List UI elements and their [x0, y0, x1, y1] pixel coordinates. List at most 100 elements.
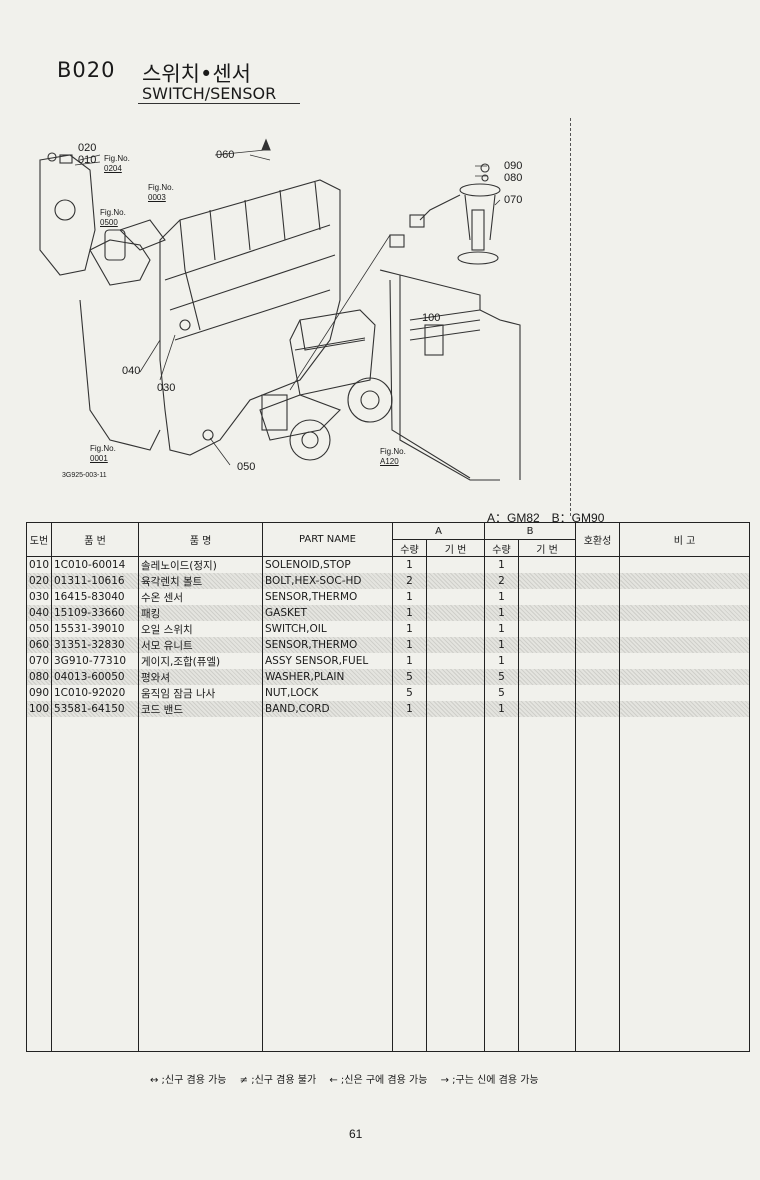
figure-code: 3G925-003-11 [62, 472, 107, 479]
cell-interchange [575, 701, 620, 717]
cell-interchange [575, 573, 620, 589]
cell-name-en: BAND,CORD [262, 701, 393, 717]
table-bottom-border [26, 1051, 750, 1052]
col-qty-b: 수량 [484, 539, 519, 557]
cell-qty-a: 5 [392, 669, 427, 685]
cell-serial-a [426, 637, 485, 653]
col-qty-a: 수량 [392, 539, 427, 557]
cell-part-no: 15531-39010 [51, 621, 139, 637]
cell-qty-b: 5 [484, 685, 519, 701]
empty-cell [392, 717, 427, 1051]
cell-name-ko: 코드 밴드 [138, 701, 263, 717]
fig-ref-number: 0204 [104, 164, 122, 173]
model-legend: A：GM82 B：GM90 [487, 511, 605, 525]
cell-ref: 010 [26, 556, 52, 573]
cell-part-no: 04013-60050 [51, 669, 139, 685]
cell-remarks [619, 685, 750, 701]
empty-cell [262, 1051, 393, 1052]
cell-name-ko: 평와셔 [138, 669, 263, 685]
cell-ref: 050 [26, 621, 52, 637]
cell-part-no: 16415-83040 [51, 589, 139, 605]
fig-ref-A120: Fig.No. A120 [380, 447, 406, 467]
empty-cell [262, 717, 393, 1051]
cell-ref: 100 [26, 701, 52, 717]
empty-cell [518, 1051, 576, 1052]
fig-ref-label: Fig.No. [380, 447, 406, 456]
cell-name-ko: 움직임 잠금 나사 [138, 685, 263, 701]
cell-remarks [619, 589, 750, 605]
section-title-en: SWITCH/SENSOR [142, 84, 277, 103]
cell-remarks [619, 653, 750, 669]
cell-name-en: SOLENOID,STOP [262, 556, 393, 573]
cell-ref: 030 [26, 589, 52, 605]
cell-name-en: BOLT,HEX-SOC-HD [262, 573, 393, 589]
cell-qty-a: 1 [392, 637, 427, 653]
fig-ref-number: A120 [380, 457, 399, 466]
cell-serial-a [426, 605, 485, 621]
cell-ref: 060 [26, 637, 52, 653]
fig-ref-label: Fig.No. [100, 208, 126, 217]
compatibility-legend: ↔ ;신구 겸용 가능 ≠ ;신구 겸용 불가 ← ;신은 구에 겸용 가능 →… [150, 1075, 539, 1086]
cell-ref: 090 [26, 685, 52, 701]
callout-050: 050 [237, 461, 256, 473]
cell-remarks [619, 556, 750, 573]
callout-100: 100 [422, 312, 441, 324]
figure-divider [570, 118, 571, 516]
cell-remarks [619, 669, 750, 685]
exploded-parts-diagram [39, 138, 521, 481]
empty-cell [575, 717, 620, 1051]
cell-serial-b [518, 589, 576, 605]
empty-cell [484, 717, 519, 1051]
cell-qty-b: 1 [484, 605, 519, 621]
section-code: B020 [57, 58, 116, 82]
empty-cell [392, 1051, 427, 1052]
fig-ref-number: 0500 [100, 218, 118, 227]
callout-090: 090 [504, 160, 523, 172]
empty-cell [26, 717, 52, 1051]
cell-ref: 080 [26, 669, 52, 685]
section-title-ko: 스위치•센서 [142, 62, 251, 86]
col-interchange: 호환성 [575, 522, 620, 557]
cell-part-no: 1C010-92020 [51, 685, 139, 701]
cell-interchange [575, 556, 620, 573]
table-header-row: 도번 품 번 품 명 PART NAME A B 호환성 비 고 [26, 522, 750, 557]
col-serial-a: 기 번 [426, 539, 485, 557]
empty-cell [575, 1051, 620, 1052]
col-part-no: 품 번 [51, 522, 139, 557]
fig-ref-0500: Fig.No. 0500 [100, 208, 126, 228]
table-blank-area [26, 717, 750, 1051]
cell-qty-a: 1 [392, 621, 427, 637]
cell-qty-b: 1 [484, 589, 519, 605]
cell-qty-a: 1 [392, 605, 427, 621]
cell-serial-b [518, 637, 576, 653]
cell-interchange [575, 605, 620, 621]
cell-interchange [575, 637, 620, 653]
cell-qty-b: 1 [484, 556, 519, 573]
cell-ref: 070 [26, 653, 52, 669]
cell-name-en: SENSOR,THERMO [262, 637, 393, 653]
cell-serial-a [426, 685, 485, 701]
cell-name-en: NUT,LOCK [262, 685, 393, 701]
fig-ref-label: Fig.No. [104, 154, 130, 163]
col-serial-b: 기 번 [518, 539, 576, 557]
cell-qty-a: 1 [392, 653, 427, 669]
cell-qty-a: 2 [392, 573, 427, 589]
empty-cell [51, 717, 139, 1051]
fig-ref-0003: Fig.No. 0003 [148, 183, 174, 203]
cell-name-ko: 육각렌치 볼트 [138, 573, 263, 589]
cell-remarks [619, 573, 750, 589]
cell-qty-a: 1 [392, 556, 427, 573]
cell-name-ko: 오일 스위치 [138, 621, 263, 637]
callout-080: 080 [504, 172, 523, 184]
cell-qty-a: 5 [392, 685, 427, 701]
col-remarks: 비 고 [619, 522, 750, 557]
cell-name-en: ASSY SENSOR,FUEL [262, 653, 393, 669]
cell-qty-a: 1 [392, 701, 427, 717]
cell-qty-b: 1 [484, 701, 519, 717]
